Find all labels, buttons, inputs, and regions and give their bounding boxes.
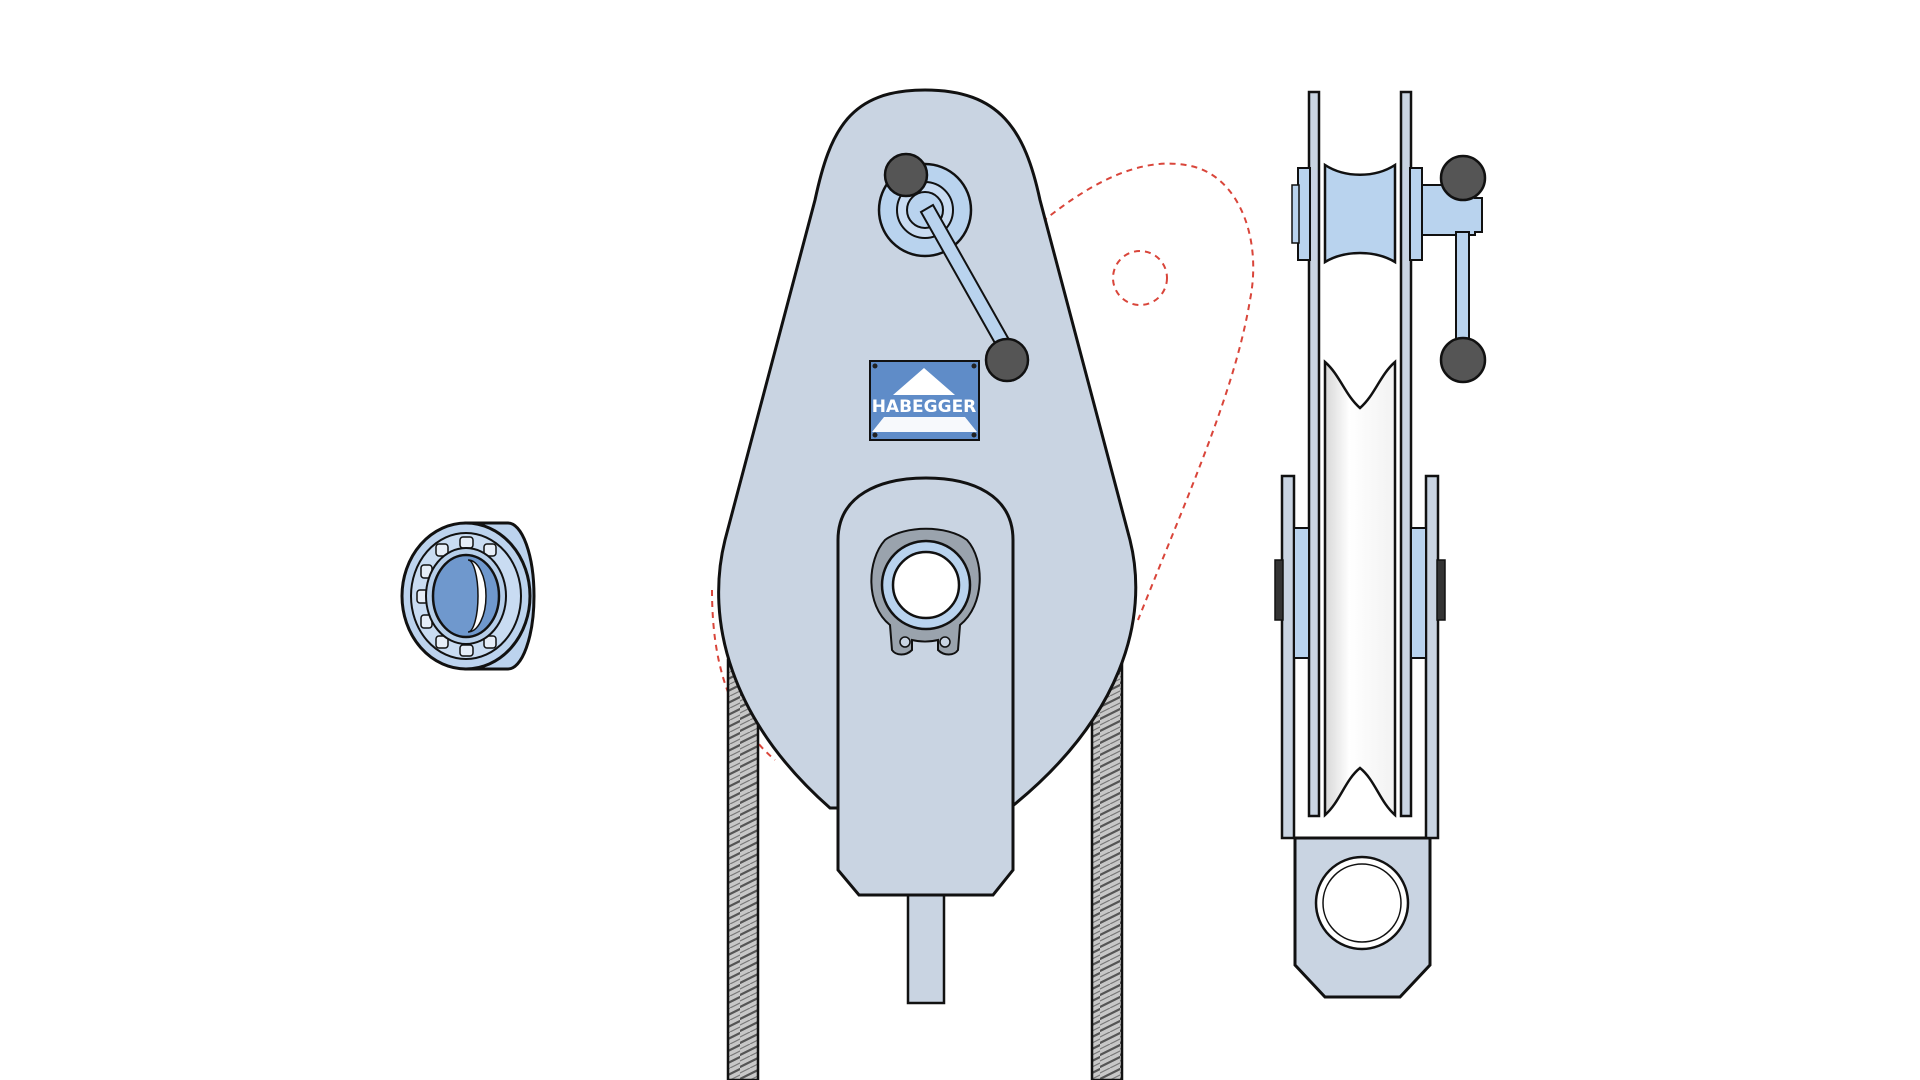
- locking-lever: [877, 152, 1030, 383]
- side-view-top-roller: [1323, 162, 1397, 265]
- axle-bore: [891, 550, 961, 620]
- swing-plate-dashed-outline: [1041, 162, 1255, 621]
- brand-label: HABEGGER: [872, 397, 977, 417]
- side-view-lever: [1421, 154, 1487, 384]
- shackle-stem: [906, 893, 946, 1005]
- pulley-block-side-view: [1274, 90, 1487, 999]
- lever-knob-top: [883, 152, 929, 198]
- side-view-sheave: [1323, 359, 1397, 818]
- swing-plate-dashed-outline-lower: [711, 589, 776, 761]
- brand-badge: HABEGGER: [869, 360, 980, 441]
- swing-pin-dashed-outline: [1112, 250, 1168, 306]
- lever-knob-bottom: [984, 337, 1030, 383]
- ball-bearing: [400, 521, 536, 671]
- pulley-block-front-view: HABEGGER: [717, 88, 1138, 897]
